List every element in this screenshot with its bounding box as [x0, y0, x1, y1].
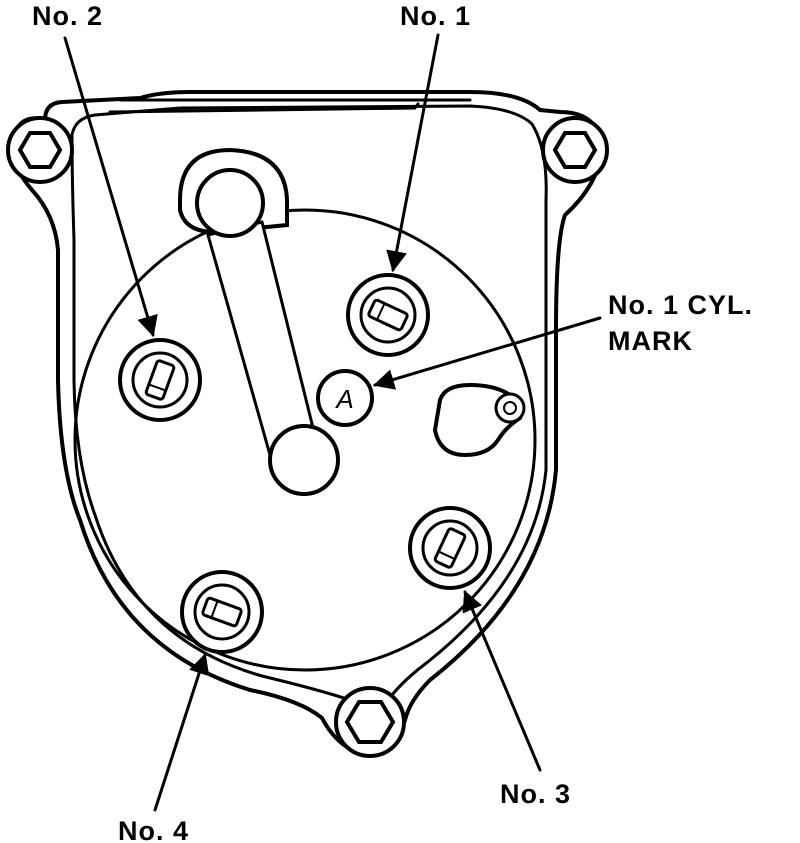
leader-no1 — [386, 33, 440, 273]
leader-no2 — [63, 36, 158, 338]
label-no2: No. 2 — [32, 1, 103, 31]
label-no1: No. 1 — [400, 1, 471, 31]
leader-cyl-mark — [372, 316, 602, 390]
terminal-no1 — [346, 273, 430, 357]
label-no4: No. 4 — [118, 816, 189, 843]
cap-vent-boss — [432, 382, 526, 458]
label-no3: No. 3 — [500, 779, 571, 809]
cyl-mark: A — [316, 369, 374, 427]
terminal-no3 — [408, 506, 492, 590]
label-cyl-mark-line1: No. 1 CYL. — [608, 290, 753, 320]
label-cyl-mark-line2: MARK — [608, 326, 693, 356]
cap-rim-line — [108, 98, 472, 114]
leader-no4 — [153, 653, 210, 812]
mount-bolt-left — [6, 116, 74, 184]
cap-face — [73, 208, 537, 672]
leader-no3 — [462, 590, 542, 772]
mount-bolt-right — [541, 116, 609, 184]
rotor-arm — [178, 147, 340, 496]
terminal-no2 — [118, 338, 202, 422]
mount-bolt-bottom — [334, 686, 406, 758]
terminal-no4 — [180, 570, 264, 654]
cyl-mark-letter: A — [334, 384, 353, 414]
